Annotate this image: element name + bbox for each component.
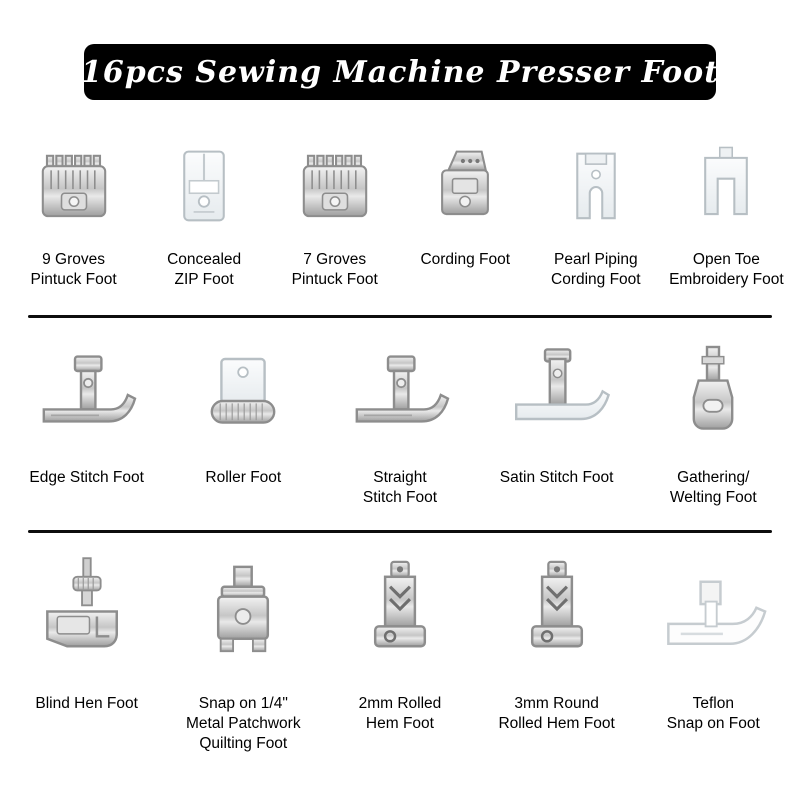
rolled-hem-foot-icon [375,562,425,646]
clear-foot-icon [184,152,224,221]
pintuck-foot-9-groves-image [22,128,126,246]
blind-hem-foot-icon [47,558,116,646]
pearl-piping-foot-image [544,128,648,246]
product-row-3: Blind Hen Foot Snap on 1/4" Metal Patchw… [0,538,800,754]
roller-foot-icon [212,359,274,423]
cording-foot-image [413,128,517,246]
row-divider [28,530,772,533]
quilting-foot-image [181,538,305,690]
item-pearl-piping-cording-foot: Pearl Piping Cording Foot [533,128,659,290]
gathering-foot-icon [694,347,732,429]
product-row-1: 9 Groves Pintuck Foot Concealed ZIP Foot… [0,128,800,290]
product-label: Satin Stitch Foot [499,469,614,486]
row-divider [28,315,772,318]
item-cording-foot: Cording Foot [402,128,528,270]
product-label: 7 Groves Pintuck Foot [291,251,378,289]
teflon-foot-image [651,538,775,690]
product-label: 2mm Rolled Hem Foot [358,695,442,733]
item-edge-stitch-foot: Edge Stitch Foot [11,326,163,488]
grooved-foot-icon [303,156,365,216]
item-gathering-welting-foot: Gathering/ Welting Foot [637,326,789,508]
item-open-toe-embroidery-foot: Open Toe Embroidery Foot [663,128,789,290]
quilting-foot-icon [219,567,269,651]
product-label: Concealed ZIP Foot [167,251,242,289]
product-label: Edge Stitch Foot [29,469,144,486]
item-teflon-snap-on-foot: Teflon Snap on Foot [637,538,789,734]
grooved-foot-icon [42,156,104,216]
open-toe-foot-image [674,128,778,246]
teflon-foot-icon [669,582,766,644]
straight-stitch-foot-image [340,326,460,464]
item-2mm-rolled-hem-foot: 2mm Rolled Hem Foot [324,538,476,734]
side-foot-icon [357,357,448,422]
item-blind-hen-foot: Blind Hen Foot [11,538,163,714]
satin-stitch-foot-image [497,326,617,464]
item-satin-stitch-foot: Satin Stitch Foot [481,326,633,488]
concealed-zip-foot-image [152,128,256,246]
side-foot-icon [43,357,134,422]
product-label: 9 Groves Pintuck Foot [30,251,117,289]
title-banner: 16pcs Sewing Machine Presser Foot [80,44,720,100]
item-straight-stitch-foot: Straight Stitch Foot [324,326,476,508]
pintuck-foot-7-groves-image [283,128,387,246]
rolled-hem-foot-2mm-image [338,538,462,690]
product-label: 3mm Round Rolled Hem Foot [498,695,615,733]
product-label: Pearl Piping Cording Foot [551,251,641,289]
cording-foot-icon [442,152,488,214]
piping-foot-icon [577,154,614,218]
roller-foot-image [183,326,303,464]
item-9-groves-pintuck-foot: 9 Groves Pintuck Foot [11,128,137,290]
product-label: Straight Stitch Foot [362,469,438,507]
rolled-hem-foot-3mm-image [495,538,619,690]
item-3mm-rolled-hem-foot: 3mm Round Rolled Hem Foot [481,538,633,734]
clear-side-foot-icon [516,349,608,419]
product-row-2: Edge Stitch Foot Roller Foot Straight St… [0,326,800,508]
product-label: Gathering/ Welting Foot [669,469,757,507]
gathering-foot-image [653,326,773,464]
item-7-groves-pintuck-foot: 7 Groves Pintuck Foot [272,128,398,290]
page-title: 16pcs Sewing Machine Presser Foot [80,54,720,90]
product-label: Roller Foot [205,469,282,486]
edge-stitch-foot-image [27,326,147,464]
rolled-hem-foot-icon [532,562,582,646]
product-label: Cording Foot [420,251,511,268]
product-label: Open Toe Embroidery Foot [669,251,784,289]
open-toe-foot-icon [706,147,748,214]
item-concealed-zip-foot: Concealed ZIP Foot [141,128,267,290]
product-label: Teflon Snap on Foot [666,695,760,733]
item-roller-foot: Roller Foot [167,326,319,488]
product-label: Blind Hen Foot [35,695,138,712]
item-quarter-inch-quilting-foot: Snap on 1/4" Metal Patchwork Quilting Fo… [167,538,319,754]
product-label: Snap on 1/4" Metal Patchwork Quilting Fo… [186,695,301,753]
blind-hem-foot-image [25,538,149,690]
